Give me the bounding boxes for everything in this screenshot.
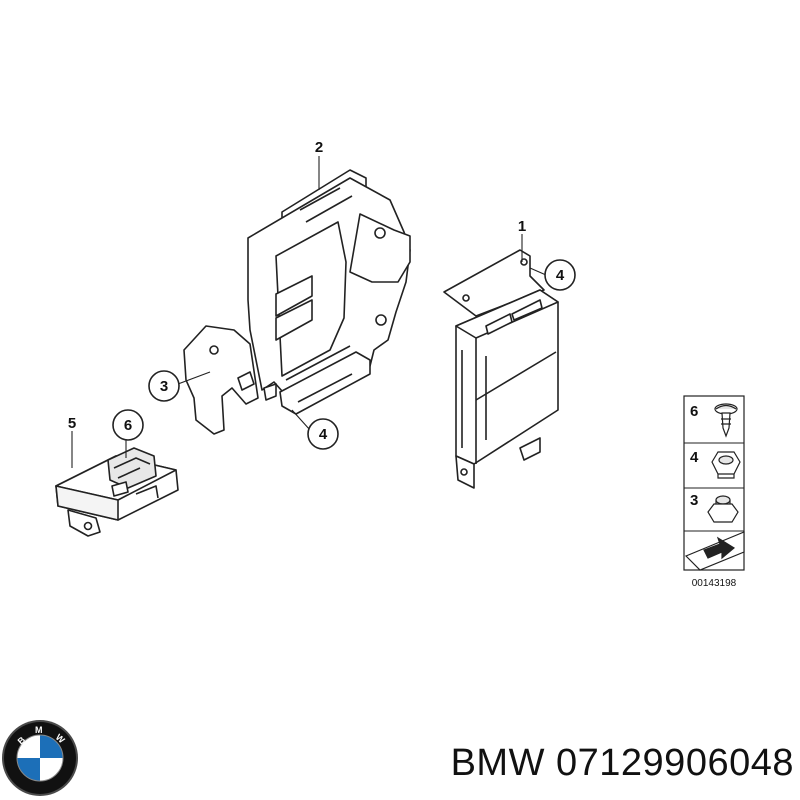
- legend-number-6: 6: [690, 403, 698, 420]
- brand-name: BMW: [450, 742, 545, 784]
- part-number-caption: BMW 07129906048: [384, 742, 794, 785]
- hex-nut-icon: [711, 451, 741, 479]
- mounting-bracket: [183, 169, 411, 435]
- small-module: [55, 447, 179, 537]
- part-number: 07129906048: [556, 742, 794, 784]
- direction-arrow-icon: [684, 531, 745, 571]
- collar-nut-icon: [707, 495, 739, 523]
- callout-part-1: 1: [518, 218, 526, 235]
- legend-number-4: 4: [690, 449, 699, 466]
- callout-part-3: 3: [160, 378, 168, 395]
- leader-lines: [71, 156, 547, 468]
- legend-number-3: 3: [690, 492, 698, 509]
- bmw-logo-icon: B M W: [2, 720, 78, 796]
- callout-circle-6: 6: [112, 409, 144, 441]
- screw-clip-icon: [714, 403, 738, 438]
- callout-part-4-left: 4: [319, 426, 328, 443]
- callout-circle-4-right: 4: [544, 259, 576, 291]
- callout-part-6: 6: [124, 417, 132, 434]
- callout-circle-3: 3: [148, 370, 180, 402]
- fastener-legend: 6 4 3 00143198: [683, 395, 745, 589]
- callout-part-4-right: 4: [556, 267, 565, 284]
- diagram-reference-number: 00143198: [692, 578, 737, 589]
- callout-part-5: 5: [68, 415, 76, 432]
- callout-part-2: 2: [315, 139, 323, 156]
- control-unit: [443, 249, 559, 489]
- svg-text:B: B: [16, 734, 28, 746]
- svg-text:M: M: [35, 725, 43, 735]
- callout-circle-4-left: 4: [307, 418, 339, 450]
